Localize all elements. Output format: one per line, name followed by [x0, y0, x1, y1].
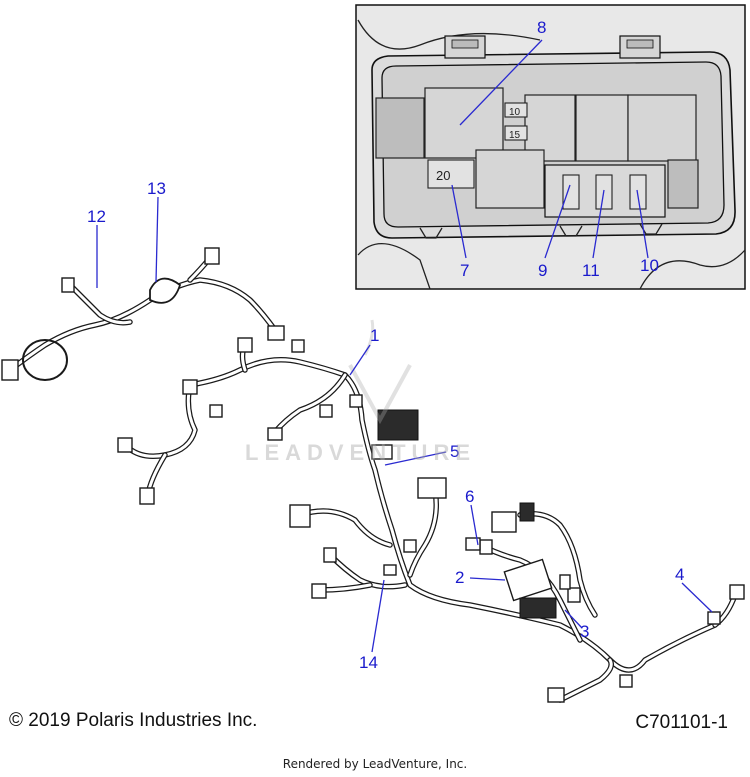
callout-12: 12 — [87, 207, 106, 226]
callout-5: 5 — [450, 442, 459, 461]
callout-7: 7 — [460, 261, 469, 280]
fuse-15 — [504, 125, 528, 141]
figure-code: C701101-1 — [635, 712, 728, 733]
callout-8: 8 — [537, 18, 546, 37]
callout-labels: 8 7 9 11 10 12 13 1 5 6 2 4 3 14 — [87, 18, 684, 672]
watermark-text: LEADVENTURE — [245, 440, 477, 465]
callout-11: 11 — [582, 261, 600, 280]
callout-4: 4 — [675, 565, 684, 584]
fuse-15-label: 15 — [509, 130, 521, 141]
callout-3: 3 — [580, 622, 589, 641]
fuse-20-label: 20 — [436, 168, 450, 183]
copyright-notice: © 2019 Polaris Industries Inc. — [9, 710, 258, 731]
callout-14: 14 — [359, 653, 378, 672]
relay-8 — [424, 87, 504, 159]
fuse-20 — [427, 159, 475, 189]
connector — [1, 359, 19, 381]
callout-10: 10 — [640, 256, 659, 275]
callout-6: 6 — [465, 487, 474, 506]
relay-box-inset: 10 15 20 — [355, 4, 746, 290]
mini-fuse-10 — [629, 174, 647, 210]
fuse-10-label: 10 — [509, 107, 521, 118]
callout-2: 2 — [455, 568, 464, 587]
mini-fuse-9 — [562, 174, 580, 210]
fuse-10 — [504, 102, 528, 118]
rendered-by-footer: Rendered by LeadVenture, Inc. — [282, 757, 468, 771]
watermark-logo — [348, 319, 412, 425]
callout-13: 13 — [147, 179, 166, 198]
callout-9: 9 — [538, 261, 547, 280]
harness-line-art — [1, 247, 745, 703]
callout-1: 1 — [370, 326, 379, 345]
callout-leaders — [96, 39, 713, 653]
